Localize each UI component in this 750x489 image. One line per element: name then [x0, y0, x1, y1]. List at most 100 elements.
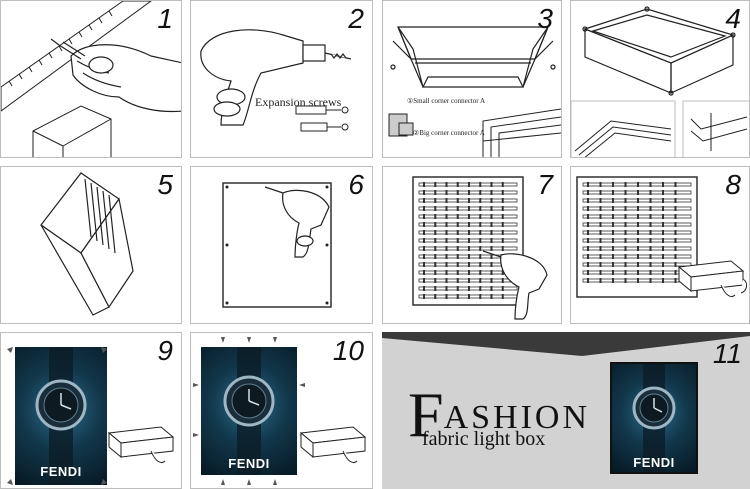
step-10-panel: FENDI 10 — [190, 332, 373, 489]
led-module — [445, 270, 448, 275]
led-module — [599, 270, 602, 275]
led-module — [662, 206, 664, 211]
led-module — [624, 182, 627, 187]
led-module — [612, 270, 614, 275]
led-module — [434, 206, 437, 211]
brand-label: FENDI — [228, 456, 270, 471]
led-module — [490, 206, 493, 211]
led-module — [479, 206, 482, 211]
step-6-panel: 6 — [190, 166, 373, 324]
led-module — [587, 182, 589, 187]
led-module — [624, 246, 627, 251]
led-module — [612, 238, 614, 243]
led-module — [662, 182, 664, 187]
led-module — [624, 206, 627, 211]
expansion-screws-label: Expansion screws — [255, 95, 342, 109]
led-module — [624, 270, 627, 275]
led-module — [637, 206, 639, 211]
led-module — [624, 278, 627, 283]
step-8-panel: 8 — [570, 166, 750, 324]
led-module — [423, 214, 425, 219]
led-module — [599, 182, 602, 187]
led-module — [612, 246, 614, 251]
led-module — [456, 262, 459, 267]
led-module — [479, 238, 482, 243]
hand-pencil-icon — [50, 38, 181, 113]
led-module — [434, 222, 437, 227]
led-module — [587, 238, 589, 243]
led-module — [479, 286, 482, 291]
led-module — [468, 206, 470, 211]
led-module — [479, 222, 482, 227]
led-module — [479, 230, 482, 235]
led-module — [599, 222, 602, 227]
step-number: 6 — [348, 169, 364, 200]
corner-connector-icon — [388, 113, 414, 137]
led-module — [423, 222, 425, 227]
led-module — [674, 254, 677, 259]
push-arrows — [193, 337, 305, 485]
step-2-panel: Expansion screws 2 — [190, 0, 373, 158]
led-module — [501, 286, 504, 291]
led-module — [612, 190, 614, 195]
led-module — [662, 190, 664, 195]
led-module — [490, 198, 493, 203]
led-module — [674, 270, 677, 275]
step-number: 10 — [332, 335, 364, 366]
led-module — [599, 254, 602, 259]
fabric-frame-icon — [40, 172, 134, 316]
led-module — [599, 214, 602, 219]
step-10-overlay — [193, 337, 367, 485]
led-module — [587, 198, 589, 203]
fabric-poster: FENDI — [201, 347, 297, 475]
led-module — [599, 206, 602, 211]
led-module — [599, 190, 602, 195]
led-module — [423, 230, 425, 235]
led-module — [456, 182, 459, 187]
led-module — [674, 222, 677, 227]
led-module — [434, 270, 437, 275]
led-module — [468, 286, 470, 291]
led-module — [490, 270, 493, 275]
led-module — [468, 182, 470, 187]
led-module — [637, 214, 639, 219]
step-2-illustration — [200, 29, 352, 132]
led-module — [587, 206, 589, 211]
led-module — [649, 230, 652, 235]
led-module — [674, 230, 677, 235]
led-module — [649, 198, 652, 203]
drill-icon — [200, 29, 352, 126]
led-module — [587, 222, 589, 227]
led-module — [501, 238, 504, 243]
step-5-illustration — [40, 172, 134, 316]
led-module — [423, 198, 425, 203]
led-module — [423, 182, 425, 187]
led-module — [649, 270, 652, 275]
led-module — [587, 270, 589, 275]
led-module — [490, 286, 493, 291]
led-module — [612, 254, 614, 259]
led-module — [456, 278, 459, 283]
led-module — [501, 294, 504, 299]
step-4-panel: 4 — [570, 0, 750, 158]
led-module — [434, 254, 437, 259]
led-module — [612, 182, 614, 187]
led-module — [490, 254, 493, 259]
led-module — [456, 230, 459, 235]
led-module — [649, 182, 652, 187]
light-frame-outline — [576, 176, 698, 298]
led-module — [587, 190, 589, 195]
led-module — [624, 214, 627, 219]
led-module — [490, 214, 493, 219]
led-module — [624, 254, 627, 259]
led-module — [662, 214, 664, 219]
step-1-panel: 1 — [0, 0, 182, 158]
led-module — [479, 190, 482, 195]
led-module — [501, 206, 504, 211]
led-module — [637, 198, 639, 203]
led-module — [674, 262, 677, 267]
drill-icon — [482, 250, 548, 320]
led-module — [468, 214, 470, 219]
led-module — [456, 214, 459, 219]
led-module — [612, 262, 614, 267]
